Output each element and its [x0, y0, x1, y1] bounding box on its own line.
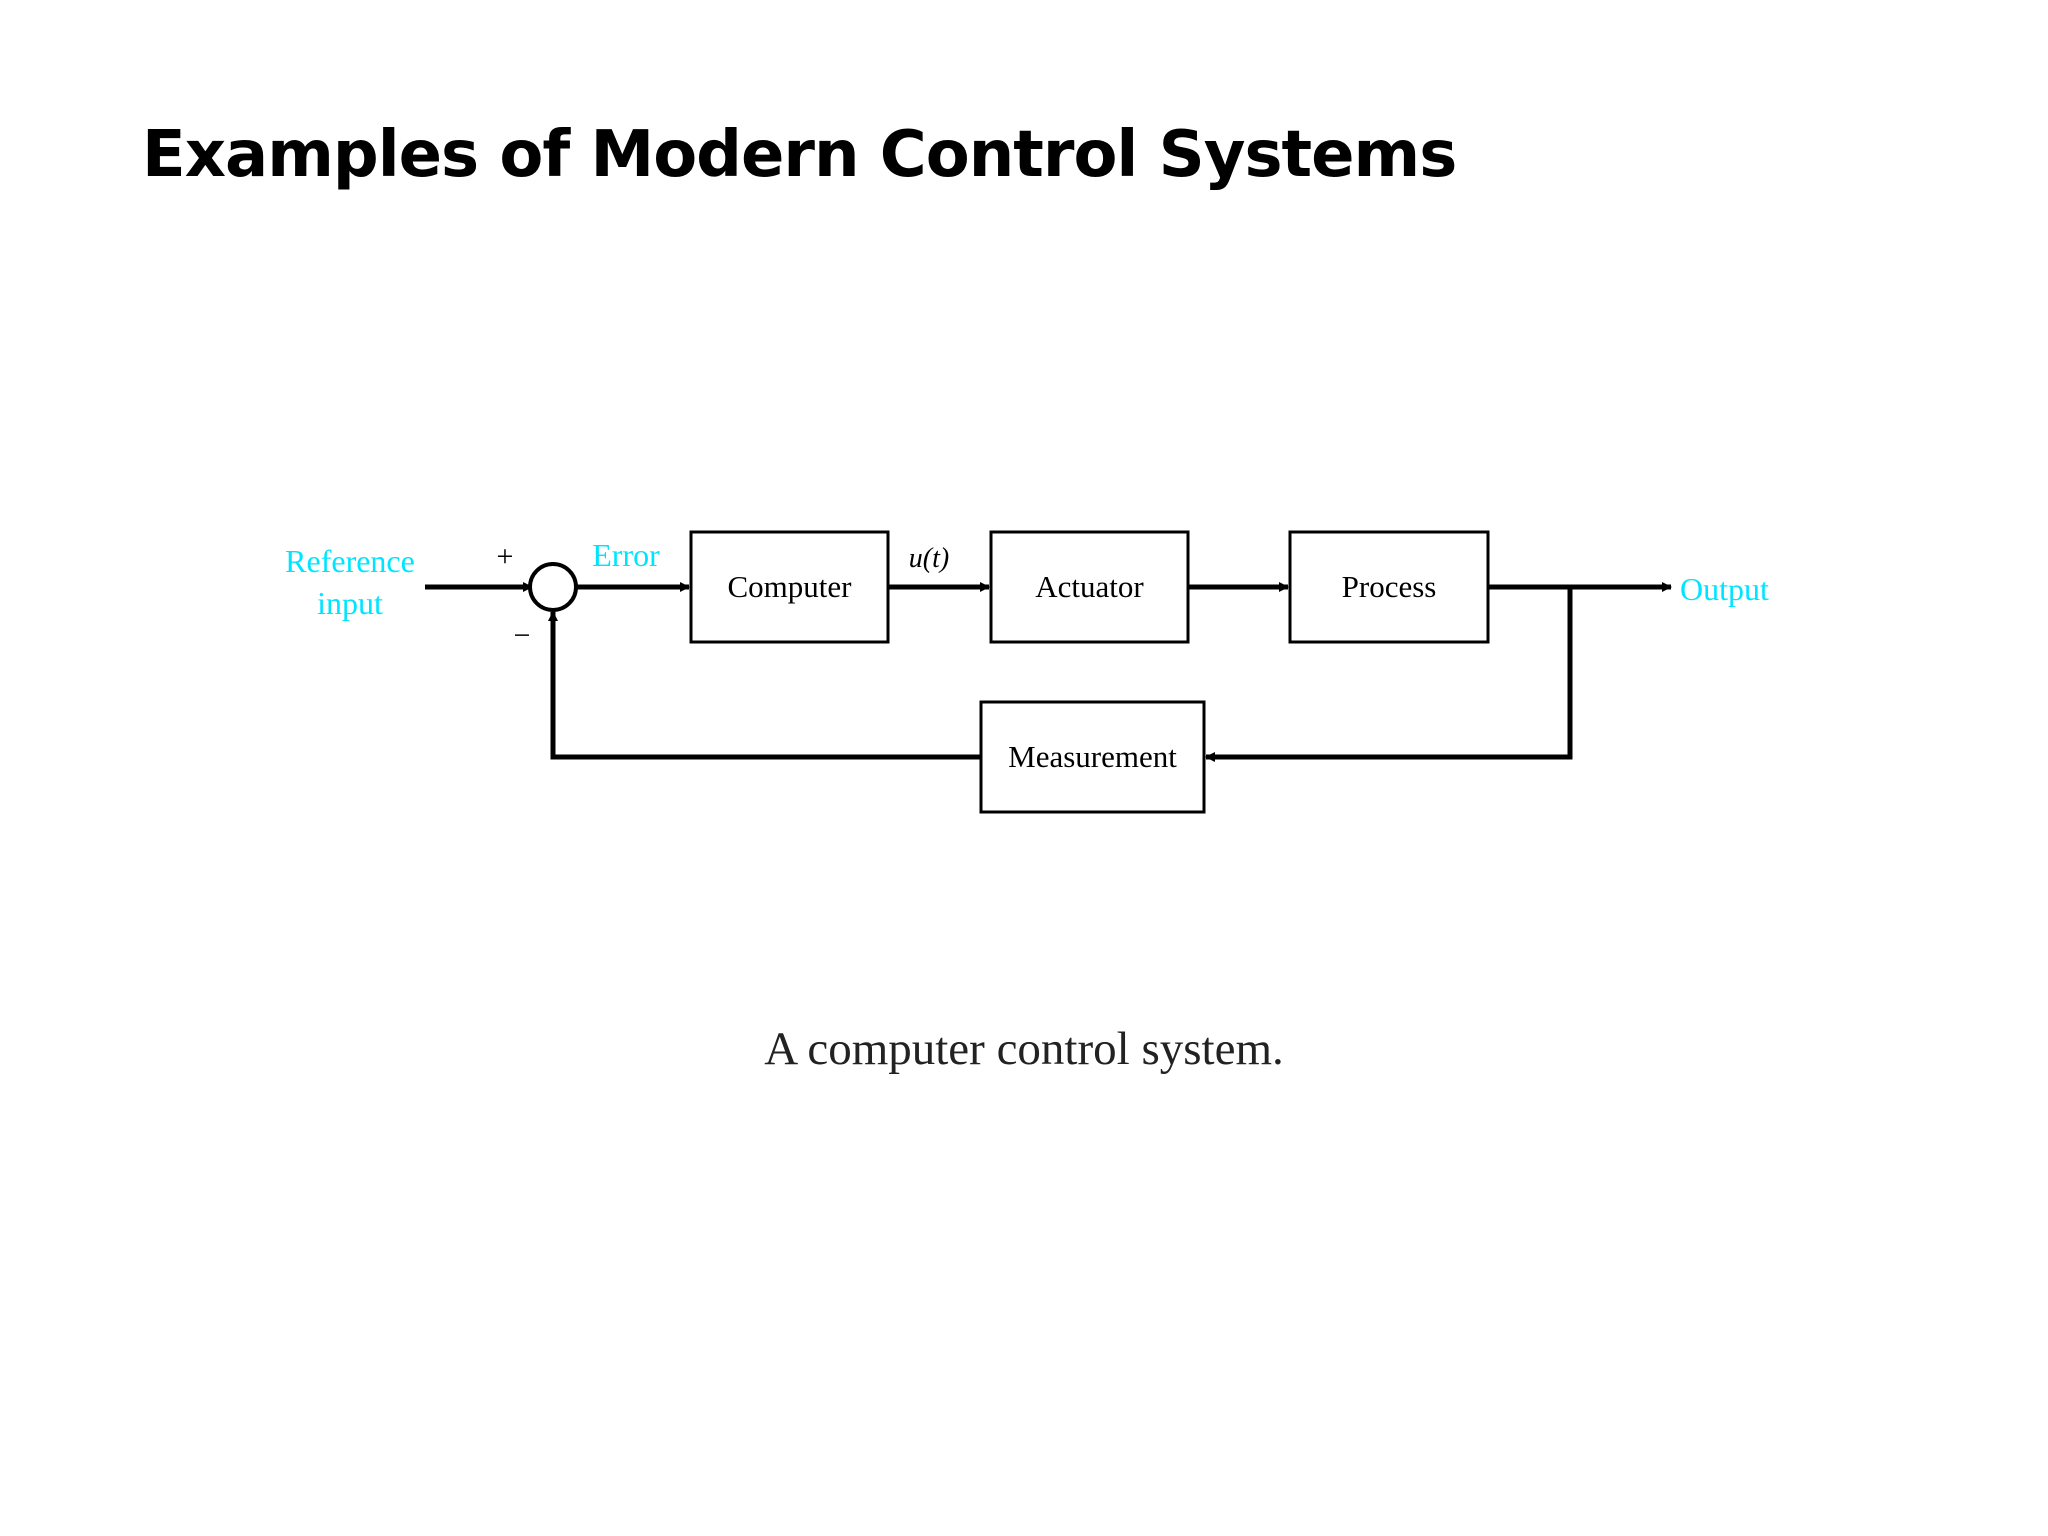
measurement-label: Measurement [1008, 739, 1177, 774]
summing-junction [528, 562, 578, 612]
control-signal-label: u(t) [909, 543, 949, 574]
plus-sign: + [497, 540, 514, 573]
feedback-line-left [548, 611, 981, 760]
measurement-block [979, 700, 1206, 814]
minus-sign: − [514, 619, 531, 652]
figure-caption: A computer control system. [764, 1023, 1284, 1075]
reference-input-label-line2: input [317, 585, 383, 621]
process-block [1288, 530, 1490, 644]
computer-block [689, 530, 890, 644]
feedback-line-right [1205, 587, 1573, 762]
output-label: Output [1680, 571, 1769, 607]
process-label: Process [1342, 569, 1437, 604]
slide-title: Examples of Modern Control Systems [142, 118, 1457, 192]
error-label: Error [592, 537, 660, 573]
reference-input-label: Reference [285, 543, 415, 579]
actuator-label: Actuator [1035, 569, 1144, 604]
computer-label: Computer [728, 569, 853, 604]
